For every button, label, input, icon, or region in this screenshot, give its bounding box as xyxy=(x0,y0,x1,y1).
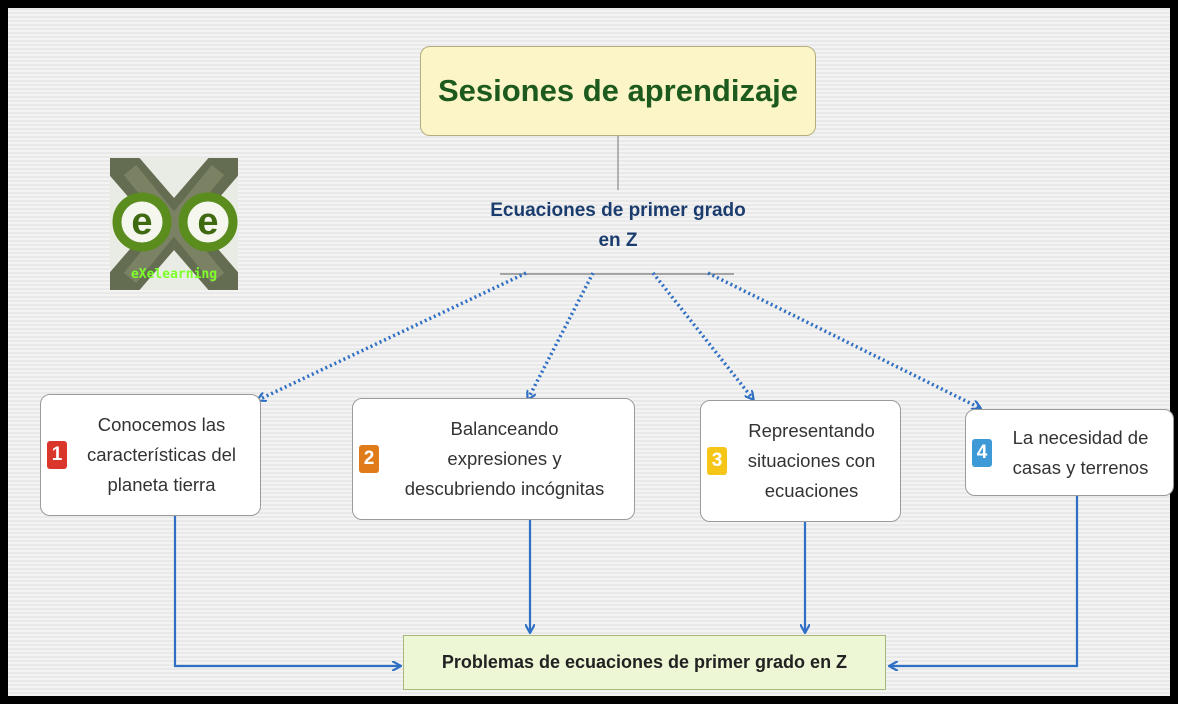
session-node-1: 1 Conocemos las características del plan… xyxy=(40,394,261,516)
session-text-3: Representando situaciones con ecuaciones xyxy=(747,420,876,501)
session-node-3: 3 Representando situaciones con ecuacion… xyxy=(700,400,901,522)
dotted-arrows xyxy=(258,271,980,408)
dotted-arrow-2 xyxy=(528,272,595,399)
logo-letter-right: e xyxy=(197,201,218,243)
session-text-1: Conocemos las características del planet… xyxy=(86,414,237,495)
connector-layer xyxy=(173,136,1079,712)
badge-2: 2 xyxy=(359,445,379,473)
arrow-from-session-4 xyxy=(890,496,1079,666)
dotted-arrow-1 xyxy=(258,271,527,400)
arrow-from-session-1 xyxy=(173,516,400,666)
central-topic: Ecuaciones de primer grado en Z xyxy=(490,200,746,251)
main-title: Sesiones de aprendizaje xyxy=(420,46,816,136)
session-node-4: 4 La necesidad de casas y terrenos xyxy=(965,409,1174,496)
session-text-2: Balanceando expresiones y descubriendo i… xyxy=(404,418,605,499)
solid-arrows xyxy=(173,496,1079,666)
exelearning-logo: e e eXelearning xyxy=(107,149,241,299)
dotted-arrow-3 xyxy=(651,271,753,399)
logo-text: eXelearning xyxy=(131,267,217,282)
dotted-arrow-4 xyxy=(707,271,980,408)
session-text-4: La necesidad de casas y terrenos xyxy=(1012,426,1149,478)
badge-1: 1 xyxy=(47,441,67,469)
result-node: Problemas de ecuaciones de primer grado … xyxy=(403,635,886,690)
logo-letter-left: e xyxy=(131,201,152,243)
badge-3: 3 xyxy=(707,447,727,475)
badge-4: 4 xyxy=(972,438,992,467)
session-node-2: 2 Balanceando expresiones y descubriendo… xyxy=(352,398,635,520)
